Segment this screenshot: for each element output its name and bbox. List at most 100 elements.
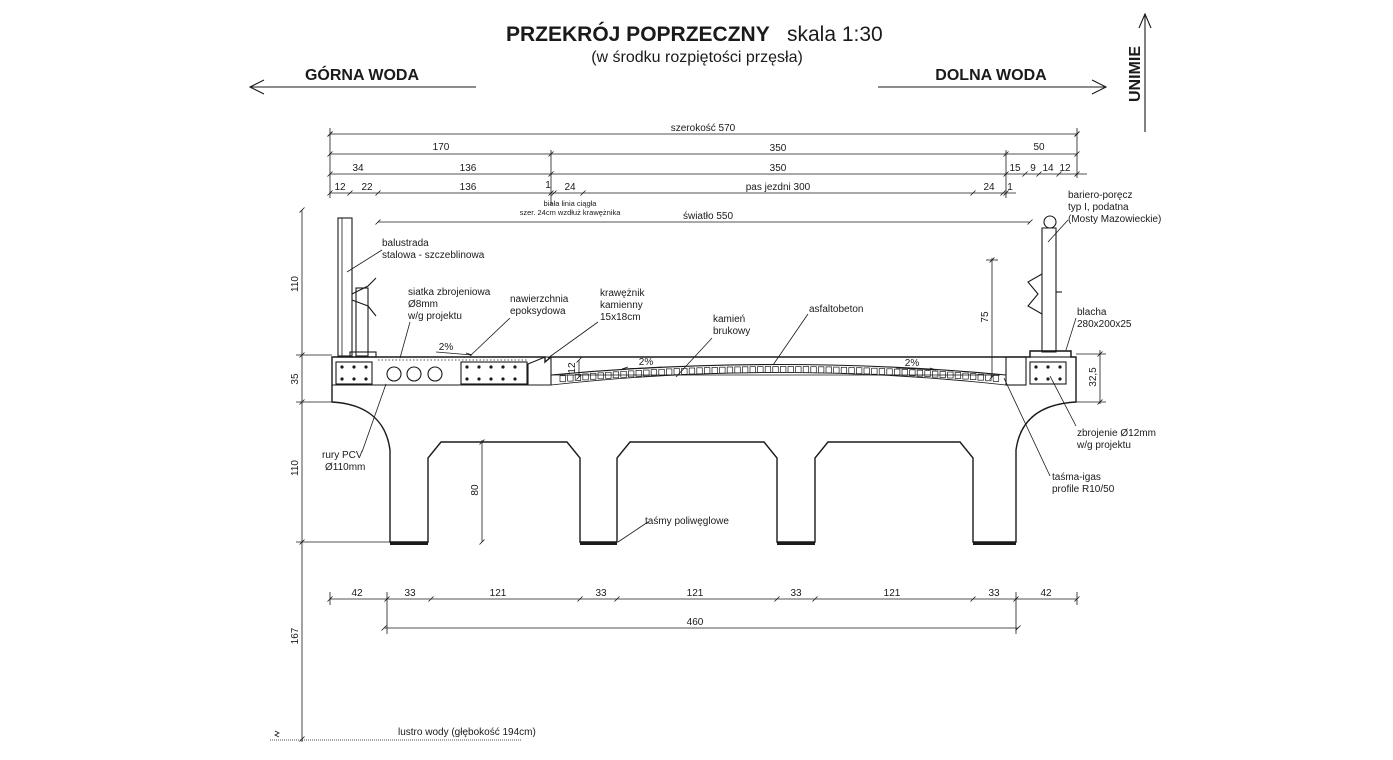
- paver-block: [742, 366, 749, 374]
- paver-block: [574, 374, 582, 381]
- slope-right-arrow-icon: [895, 367, 937, 371]
- label-mesh-3: w/g projektu: [407, 311, 462, 322]
- white-line-note-1: biała linia ciągła: [544, 199, 598, 208]
- dim-r2-1: 170: [433, 142, 450, 153]
- barrier-right: [1027, 215, 1072, 358]
- label-mesh-2: Ø8mm: [408, 299, 438, 310]
- paver-block: [628, 370, 635, 378]
- downstream-arrow-icon: [878, 79, 1108, 95]
- dim-b2-total: 460: [687, 617, 704, 628]
- river-label: UNIMIE: [1127, 46, 1144, 102]
- paver-block: [802, 366, 810, 373]
- drawing-scale: skala 1:30: [787, 23, 883, 46]
- dim-b1-5: 121: [687, 588, 704, 599]
- paver-block: [977, 373, 984, 381]
- paver-block: [939, 371, 946, 378]
- paver-block: [688, 367, 696, 375]
- leader-lines: [346, 219, 1077, 543]
- paver-block: [590, 372, 597, 380]
- paver-block: [787, 366, 794, 373]
- label-railing-2: stalowa - szczeblinowa: [382, 250, 485, 261]
- paver-block: [605, 371, 612, 379]
- dim-r3-2: 136: [460, 163, 477, 174]
- label-epoxy-1: nawierzchnia: [510, 294, 569, 305]
- label-curb-2: kamienny: [600, 300, 643, 311]
- water-level-line: [270, 730, 522, 741]
- bottom-dimension-lines: [327, 592, 1080, 634]
- paver-block: [734, 366, 741, 374]
- dim-r3-1: 34: [352, 163, 364, 174]
- beam-pads: [390, 542, 1016, 545]
- label-rebar-2: w/g projektu: [1076, 440, 1131, 451]
- paver-block: [772, 366, 779, 373]
- dim-b1-6: 33: [790, 588, 802, 599]
- paver-block: [681, 367, 688, 375]
- drawing-title: PRZEKRÓJ POPRZECZNY: [506, 22, 770, 46]
- paver-block: [856, 367, 863, 375]
- label-epoxy-2: epoksydowa: [510, 306, 566, 317]
- paver-block: [916, 369, 924, 377]
- dim-beam-height: 80: [470, 484, 481, 496]
- paver-block: [696, 367, 703, 375]
- paver-block: [992, 375, 1000, 382]
- rebar-cage-left-2: [460, 361, 528, 385]
- paver-block: [840, 366, 848, 374]
- dim-r4-2: 22: [361, 182, 373, 193]
- top-dimension-lines: [327, 128, 1087, 225]
- dim-h-110-bottom: 110: [290, 460, 301, 476]
- paver-block: [886, 368, 893, 376]
- slope-left: 2%: [439, 342, 454, 353]
- paver-block: [924, 370, 931, 377]
- label-plate-2: 280x200x25: [1077, 319, 1132, 330]
- dim-r4-6: pas jezdni 300: [746, 182, 811, 193]
- label-pvc-2: Ø110mm: [325, 462, 365, 473]
- slope-right: 2%: [905, 358, 920, 369]
- upstream-arrow-icon: [248, 79, 476, 95]
- dim-r4-1: 12: [334, 182, 346, 193]
- label-rebar-1: zbrojenie Ø12mm: [1077, 428, 1156, 439]
- dim-r3-4: 15: [1009, 163, 1021, 174]
- dim-r3-5: 9: [1030, 163, 1036, 174]
- paver-block: [620, 370, 627, 378]
- dim-r2-2: 350: [770, 143, 787, 154]
- paver-block: [757, 366, 764, 373]
- dim-r3-3: 350: [770, 163, 787, 174]
- paver-block: [749, 366, 756, 374]
- balustrade-left: [337, 217, 377, 358]
- label-barrier-1: bariero-poręcz: [1068, 190, 1132, 201]
- label-polycarb: taśmy poliwęglowe: [645, 516, 729, 527]
- paver-block: [833, 366, 840, 374]
- paver-block: [780, 366, 787, 373]
- pvc-pipes: [386, 366, 443, 382]
- label-plate-1: blacha: [1077, 307, 1107, 318]
- dim-r4-5: 24: [564, 182, 576, 193]
- dim-r4-3: 136: [460, 182, 477, 193]
- dim-total-width: szerokość 570: [671, 123, 736, 134]
- upstream-label: GÓRNA WODA: [305, 65, 420, 84]
- slope-mid: 2%: [639, 357, 654, 368]
- paver-block: [947, 371, 954, 379]
- label-tape-2: profile R10/50: [1052, 484, 1115, 495]
- white-line-note-2: szer. 24cm wzdłuż krawężnika: [520, 208, 622, 217]
- paver-block: [666, 368, 673, 376]
- paver-block: [962, 372, 969, 380]
- paver-block: [871, 367, 878, 375]
- paver-block: [810, 366, 817, 374]
- paver-block: [848, 367, 855, 374]
- paver-block: [650, 369, 658, 376]
- paver-block: [878, 368, 886, 375]
- label-mesh-1: siatka zbrojeniowa: [408, 287, 491, 298]
- paver-block: [894, 368, 901, 376]
- dim-r2-3: 50: [1033, 142, 1045, 153]
- paver-block: [795, 366, 802, 373]
- paver-block: [901, 369, 908, 376]
- paver-block: [932, 370, 939, 378]
- dim-b1-3: 121: [490, 588, 507, 599]
- misc-dimension-lines: [479, 257, 1106, 545]
- dim-b1-8: 33: [988, 588, 1000, 599]
- paver-block: [863, 367, 870, 375]
- downstream-label: DOLNA WODA: [935, 67, 1047, 84]
- north-arrow-icon: [1138, 12, 1152, 132]
- rebar-cage-right: [1029, 361, 1067, 385]
